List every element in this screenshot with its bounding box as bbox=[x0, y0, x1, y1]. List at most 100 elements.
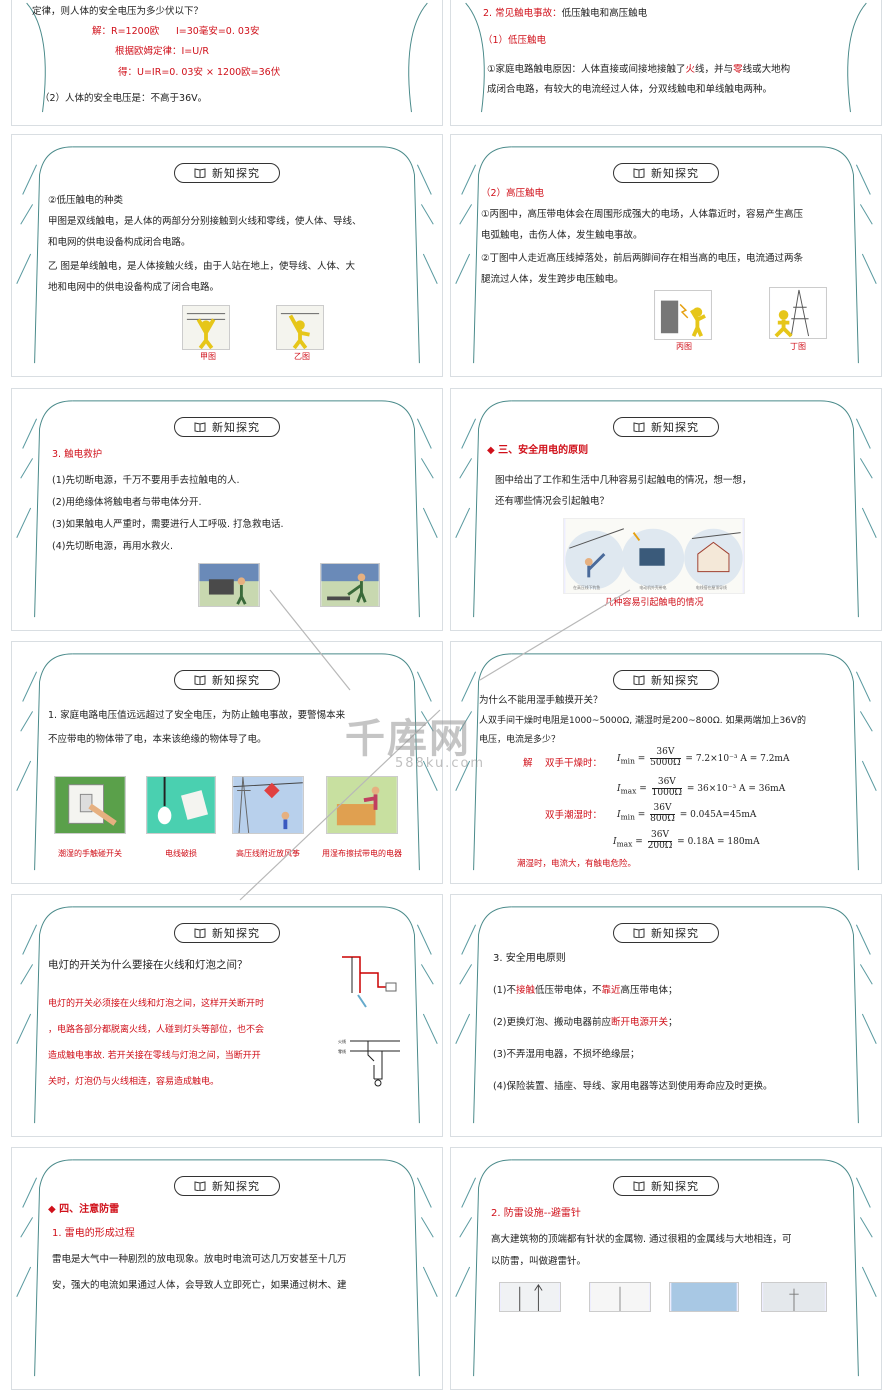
book-icon bbox=[633, 928, 645, 938]
s5-l4: (4)先切断电源，再用水救火. bbox=[52, 541, 173, 552]
lightning-rod-photo-2 bbox=[669, 1282, 739, 1312]
s1-line4a: 得：U=IR=0. 03安 bbox=[118, 67, 203, 78]
s4-l1: ①丙图中，高压带电体会在周围形成强大的电场，人体靠近时，容易产生高压 bbox=[481, 209, 804, 220]
slide-decoration bbox=[465, 2, 867, 113]
book-icon bbox=[633, 1181, 645, 1191]
slide-4: 新知探究 （2）高压触电 ①丙图中，高压带电体会在周围形成强大的电场，人体靠近时… bbox=[450, 134, 882, 377]
slide-7: 新知探究 1. 家庭电路电压值远远超过了安全电压，为防止触电事故，要警惕本来 不… bbox=[11, 641, 443, 884]
formula-num: 36V bbox=[647, 830, 673, 842]
slide-11: 新知探究 ◆ 四、注意防雷 1. 雷电的形成过程 雷电是大气中一种剧烈的放电现象… bbox=[11, 1147, 443, 1390]
s9-question: 电灯的开关为什么要接在火线和灯泡之间？ bbox=[48, 959, 248, 971]
kite-near-power-line-image bbox=[232, 776, 304, 834]
s8-dry-label: 双手干燥时： bbox=[545, 758, 603, 769]
section-header-label: 新知探究 bbox=[651, 167, 699, 180]
s3-l3: 和电网的供电设备构成闭合电路。 bbox=[48, 237, 191, 248]
s10-l2-switch: 断开电源开关 bbox=[610, 1017, 668, 1028]
s3-caption-jia: 甲图 bbox=[200, 352, 216, 361]
step-voltage-image bbox=[769, 287, 827, 339]
s2-title-rest: 低压触电和高压触电 bbox=[561, 8, 648, 19]
book-icon bbox=[633, 168, 645, 178]
section-header: 新知探究 bbox=[613, 417, 719, 437]
s10-title: 3. 安全用电原则 bbox=[493, 953, 566, 964]
shock-scenarios-image: 在高压线下钓鱼 电动机外壳带电 电线搭在屋顶导线 bbox=[563, 518, 745, 594]
wet-hand-switch-image bbox=[54, 776, 126, 834]
slide-1: 定律，则人体的安全电压为多少伏以下？ 解：R=1200欧 I=30毫安=0. 0… bbox=[11, 0, 443, 126]
s11-l1: 雷电是大气中一种剧烈的放电现象。放电时电流可达几万安甚至十几万 bbox=[52, 1254, 347, 1265]
wire-neutral-label: 零线 bbox=[338, 1048, 346, 1054]
slide-10: 新知探究 3. 安全用电原则 (1)不接触低压带电体，不靠近高压带电体； (2)… bbox=[450, 894, 882, 1137]
s10-l2: (2)更换灯泡、搬动电器前应断开电源开关； bbox=[493, 1015, 678, 1030]
slide-decoration bbox=[455, 1159, 877, 1377]
section-header-label: 新知探究 bbox=[212, 1180, 260, 1193]
s8-l1: 人双手间干燥时电阻是1000~5000Ω, 潮湿时是200~800Ω. 如果两端… bbox=[479, 716, 807, 726]
s10-l1: (1)不接触低压带电体，不靠近高压带电体； bbox=[493, 983, 678, 998]
s12-l1: 高大建筑物的顶端都有针状的金属物. 通过很粗的金属线与大地相连，可 bbox=[491, 1234, 792, 1245]
s3-l2: 甲图是双线触电，是人体的两部分分别接触到火线和零线，使人体、导线、 bbox=[48, 216, 362, 227]
s3-l5: 地和电网中的供电设备构成了闭合电路。 bbox=[48, 282, 220, 293]
slide-decoration bbox=[455, 146, 877, 364]
diamond-icon: ◆ bbox=[487, 445, 499, 456]
img-label-2: 电动机外壳带电 bbox=[639, 585, 666, 590]
s6-caption: 几种容易引起触电的情况 bbox=[604, 598, 704, 608]
slide-2: 2. 常见触电事故：低压触电和高压触电 （1）低压触电 ①家庭电路触电原因：人体… bbox=[450, 0, 882, 126]
section-header: 新知探究 bbox=[174, 923, 280, 943]
slide-6: 新知探究 ◆ 三、安全用电的原则 图中给出了工作和生活中几种容易引起触电的情况，… bbox=[450, 388, 882, 631]
s8-jie: 解 bbox=[523, 758, 533, 769]
section-header-label: 新知探究 bbox=[651, 421, 699, 434]
img-label-1: 在高压线下钓鱼 bbox=[573, 585, 600, 590]
s12-title: 2. 防雷设施--避雷针 bbox=[491, 1208, 581, 1219]
formula-num: 36V bbox=[650, 803, 675, 815]
book-icon bbox=[194, 168, 206, 178]
wire-live-label: 火线 bbox=[338, 1038, 346, 1044]
s4-caption-ding: 丁图 bbox=[790, 342, 806, 351]
book-icon bbox=[194, 675, 206, 685]
slide-3: 新知探究 ②低压触电的种类 甲图是双线触电，是人体的两部分分别接触到火线和零线，… bbox=[11, 134, 443, 377]
diamond-icon: ◆ bbox=[48, 1204, 60, 1215]
s11-title-text: 四、注意防雷 bbox=[59, 1204, 120, 1215]
wet-cloth-appliance-image bbox=[326, 776, 398, 834]
s7-caption-1: 潮湿的手触碰开关 bbox=[58, 849, 122, 858]
formula-lhs: I bbox=[613, 836, 617, 847]
section-header-label: 新知探究 bbox=[212, 167, 260, 180]
formula-den: 5000Ω bbox=[650, 757, 681, 768]
formula-sub: max bbox=[620, 786, 637, 796]
formula-sub: max bbox=[616, 839, 633, 849]
slide-8: 新知探究 为什么不能用湿手触摸开关？ 人双手间干燥时电阻是1000~5000Ω,… bbox=[450, 641, 882, 884]
formula-result: = 7.2×10⁻³ A = 7.2mA bbox=[685, 753, 790, 764]
s7-caption-3: 高压线附近放风筝 bbox=[236, 849, 300, 858]
formula-result: = 0.045A=45mA bbox=[679, 809, 757, 820]
s2-p2: 成闭合电路，有较大的电流经过人体，分双线触电和单线触电两种。 bbox=[487, 84, 773, 95]
s5-l1: (1)先切断电源，千万不要用手去拉触电的人. bbox=[52, 475, 240, 486]
s3-caption-yi: 乙图 bbox=[294, 352, 310, 361]
slide-decoration bbox=[26, 2, 428, 113]
s7-caption-4: 用湿布擦拭带电的电器 bbox=[322, 849, 402, 858]
rescue-cut-power-image bbox=[198, 563, 260, 607]
book-icon bbox=[194, 1181, 206, 1191]
s2-title-prefix: 2. 常见触电事故： bbox=[483, 8, 562, 19]
section-header-label: 新知探究 bbox=[212, 421, 260, 434]
section-header: 新知探究 bbox=[174, 1176, 280, 1196]
slide-decoration bbox=[16, 400, 438, 618]
section-header: 新知探究 bbox=[174, 163, 280, 183]
s10-l1a: (1)不 bbox=[493, 985, 516, 996]
s10-l1-touch: 接触 bbox=[515, 985, 535, 996]
s6-l1: 图中给出了工作和生活中几种容易引起触电的情况，想一想， bbox=[495, 475, 752, 486]
section-header: 新知探究 bbox=[613, 923, 719, 943]
s8-l2: 电压，电流是多少？ bbox=[479, 735, 561, 745]
slide-decoration bbox=[455, 906, 877, 1124]
slide-5: 新知探究 3. 触电救护 (1)先切断电源，千万不要用手去拉触电的人. (2)用… bbox=[11, 388, 443, 631]
s5-l2: (2)用绝缘体将触电者与带电体分开. bbox=[52, 497, 202, 508]
s1-line4b: × 1200欧=36伏 bbox=[206, 67, 281, 78]
s11-sub: 1. 雷电的形成过程 bbox=[52, 1228, 135, 1239]
s7-l2: 不应带电的物体带了电，本来该绝缘的物体导了电。 bbox=[48, 734, 267, 745]
formula-den: 1000Ω bbox=[651, 787, 683, 798]
s11-title: ◆ 四、注意防雷 bbox=[48, 1202, 119, 1218]
section-header-label: 新知探究 bbox=[651, 674, 699, 687]
slide-12: 新知探究 2. 防雷设施--避雷针 高大建筑物的顶端都有针状的金属物. 通过很粗… bbox=[450, 1147, 882, 1390]
section-header-label: 新知探究 bbox=[212, 674, 260, 687]
s4-caption-bing: 丙图 bbox=[676, 342, 692, 351]
formula-num: 36V bbox=[650, 747, 681, 759]
s5-title: 3. 触电救护 bbox=[52, 449, 103, 460]
